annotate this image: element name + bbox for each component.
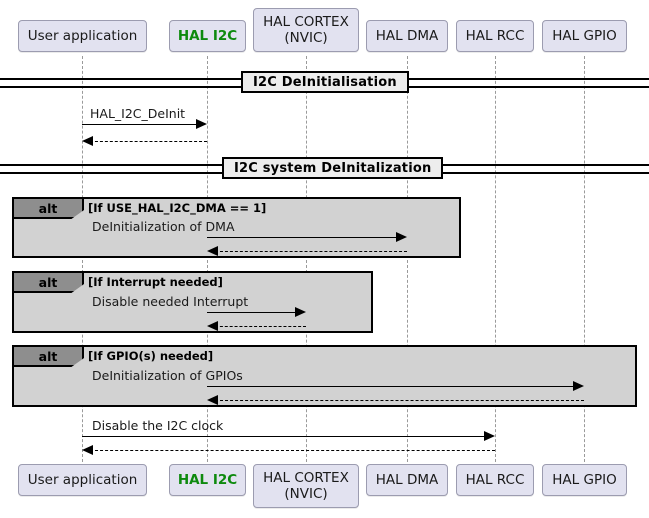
- participant-label: HAL CORTEX (NVIC): [263, 470, 349, 502]
- fragment-operator-label: alt: [38, 274, 58, 290]
- fragment-operator-tab-alt: alt: [14, 199, 84, 219]
- fragment-operator-tab-alt: alt: [14, 347, 84, 367]
- fragment-operator-label: alt: [38, 200, 58, 216]
- participant-label: HAL CORTEX (NVIC): [263, 14, 349, 46]
- divider-label-i2c-deinitialisation: I2C DeInitialisation: [241, 71, 409, 93]
- message-arrow-deinitialization-of-dma: [207, 237, 397, 238]
- lifeline-user-application: [82, 56, 83, 462]
- fragment-guard-dma: [If USE_HAL_I2C_DMA == 1]: [88, 201, 267, 215]
- alt-fragment-gpio: alt: [12, 345, 637, 407]
- participant-footer-hal-cortex-nvic[interactable]: HAL CORTEX (NVIC): [253, 464, 359, 508]
- fragment-guard-gpio: [If GPIO(s) needed]: [88, 349, 214, 363]
- divider-text: I2C DeInitialisation: [253, 74, 397, 90]
- return-arrow-from-hal-cortex: [215, 326, 306, 327]
- return-arrow-from-hal-gpio: [215, 400, 584, 401]
- message-arrow-disable-the-i2c-clock: [82, 436, 485, 437]
- arrow-head-icon: [82, 136, 93, 146]
- participant-header-hal-cortex-nvic[interactable]: HAL CORTEX (NVIC): [253, 8, 359, 52]
- participant-label: User application: [27, 472, 138, 488]
- participant-label: HAL GPIO: [552, 28, 617, 44]
- return-arrow-to-user-application: [90, 141, 207, 142]
- message-label-disable-the-i2c-clock: Disable the I2C clock: [92, 418, 224, 433]
- return-arrow-from-hal-dma: [215, 251, 407, 252]
- arrow-head-icon: [295, 307, 306, 317]
- lifeline-hal-i2c: [207, 56, 208, 462]
- return-arrow-from-hal-rcc: [90, 450, 495, 451]
- fragment-guard-interrupt: [If Interrupt needed]: [88, 275, 223, 289]
- lifeline-hal-cortex-nvic: [306, 56, 307, 462]
- alt-fragment-interrupt: alt: [12, 271, 373, 333]
- message-label-deinitialization-of-gpios: DeInitialization of GPIOs: [92, 368, 243, 383]
- participant-footer-hal-gpio[interactable]: HAL GPIO: [542, 464, 627, 496]
- divider-label-i2c-system-deinitalization: I2C system DeInitalization: [222, 157, 444, 179]
- participant-footer-hal-dma[interactable]: HAL DMA: [366, 464, 448, 496]
- participant-label: HAL RCC: [465, 472, 525, 488]
- divider-text: I2C system DeInitalization: [234, 160, 432, 176]
- participant-label: HAL I2C: [177, 28, 238, 44]
- participant-header-hal-dma[interactable]: HAL DMA: [366, 20, 448, 52]
- fragment-operator-label: alt: [38, 348, 58, 364]
- participant-label: User application: [27, 28, 138, 44]
- lifeline-hal-dma: [407, 56, 408, 462]
- message-label-disable-needed-interrupt: Disable needed Interrupt: [92, 294, 249, 309]
- message-arrow-disable-needed-interrupt: [207, 312, 296, 313]
- participant-header-user-application[interactable]: User application: [18, 20, 147, 52]
- participant-header-hal-rcc[interactable]: HAL RCC: [456, 20, 534, 52]
- alt-fragment-dma: alt: [12, 197, 461, 258]
- arrow-head-icon: [196, 119, 207, 129]
- participant-footer-hal-rcc[interactable]: HAL RCC: [456, 464, 534, 496]
- participant-header-hal-i2c[interactable]: HAL I2C: [169, 20, 246, 52]
- arrow-head-icon: [207, 321, 218, 331]
- lifeline-hal-rcc: [495, 56, 496, 462]
- participant-label: HAL I2C: [177, 472, 238, 488]
- participant-header-hal-gpio[interactable]: HAL GPIO: [542, 20, 627, 52]
- fragment-operator-tab-alt: alt: [14, 273, 84, 293]
- arrow-head-icon: [207, 246, 218, 256]
- participant-label: HAL RCC: [465, 28, 525, 44]
- participant-label: HAL DMA: [375, 28, 439, 44]
- participant-label: HAL DMA: [375, 472, 439, 488]
- arrow-head-icon: [207, 395, 218, 405]
- message-label-deinitialization-of-dma: DeInitialization of DMA: [92, 219, 235, 234]
- message-arrow-deinitialization-of-gpios: [207, 386, 574, 387]
- arrow-head-icon: [573, 381, 584, 391]
- participant-label: HAL GPIO: [552, 472, 617, 488]
- lifeline-hal-gpio: [584, 56, 585, 462]
- arrow-head-icon: [82, 445, 93, 455]
- participant-footer-hal-i2c[interactable]: HAL I2C: [169, 464, 246, 496]
- arrow-head-icon: [484, 431, 495, 441]
- message-label-hal-i2c-deinit: HAL_I2C_DeInit: [90, 106, 186, 121]
- arrow-head-icon: [396, 232, 407, 242]
- participant-footer-user-application[interactable]: User application: [18, 464, 147, 496]
- message-arrow-hal-i2c-deinit: [82, 124, 198, 125]
